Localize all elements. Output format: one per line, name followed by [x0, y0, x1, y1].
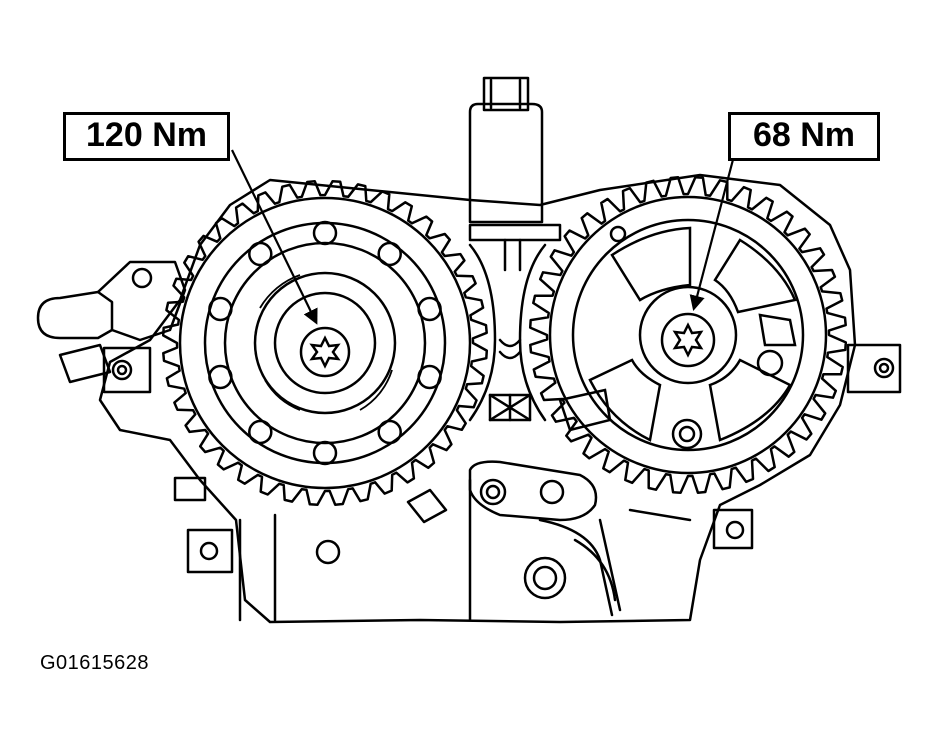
right-torque-arrow: [689, 151, 737, 311]
sensor-plug: [36, 290, 114, 340]
pulley-hole: [248, 419, 273, 445]
pulley-hole: [377, 419, 402, 445]
pulley-hole: [208, 296, 233, 322]
right-camshaft-pulley: [528, 175, 848, 495]
left-torx-bolt: [299, 326, 351, 378]
left-mount-tab: [102, 346, 152, 394]
pulley-hole: [208, 364, 233, 390]
torx-bolt-icon: [309, 335, 341, 369]
pulley-hole: [312, 440, 338, 466]
cylinder-head-outline: [98, 173, 857, 624]
timing-belt: [468, 243, 497, 422]
figure-id-label: G01615628: [40, 652, 150, 674]
right-torque-callout: 68 Nm: [728, 112, 880, 161]
left-torque-callout: 120 Nm: [63, 112, 230, 161]
pulley-hole: [248, 241, 273, 267]
pulley-hole: [417, 296, 442, 322]
right-torx-bolt: [660, 312, 716, 368]
pulley-hole: [312, 220, 338, 246]
right-mount-tab: [846, 343, 902, 394]
torx-bolt-icon: [672, 322, 704, 358]
pulley-hole: [417, 364, 442, 390]
left-torque-arrow: [231, 149, 318, 325]
left-camshaft-pulley: [161, 179, 489, 507]
vvt-solenoid-body: [468, 102, 544, 224]
tensioner-arm: [468, 460, 598, 522]
vvt-solenoid-cap: [482, 76, 530, 112]
pulley-hole: [377, 241, 402, 267]
